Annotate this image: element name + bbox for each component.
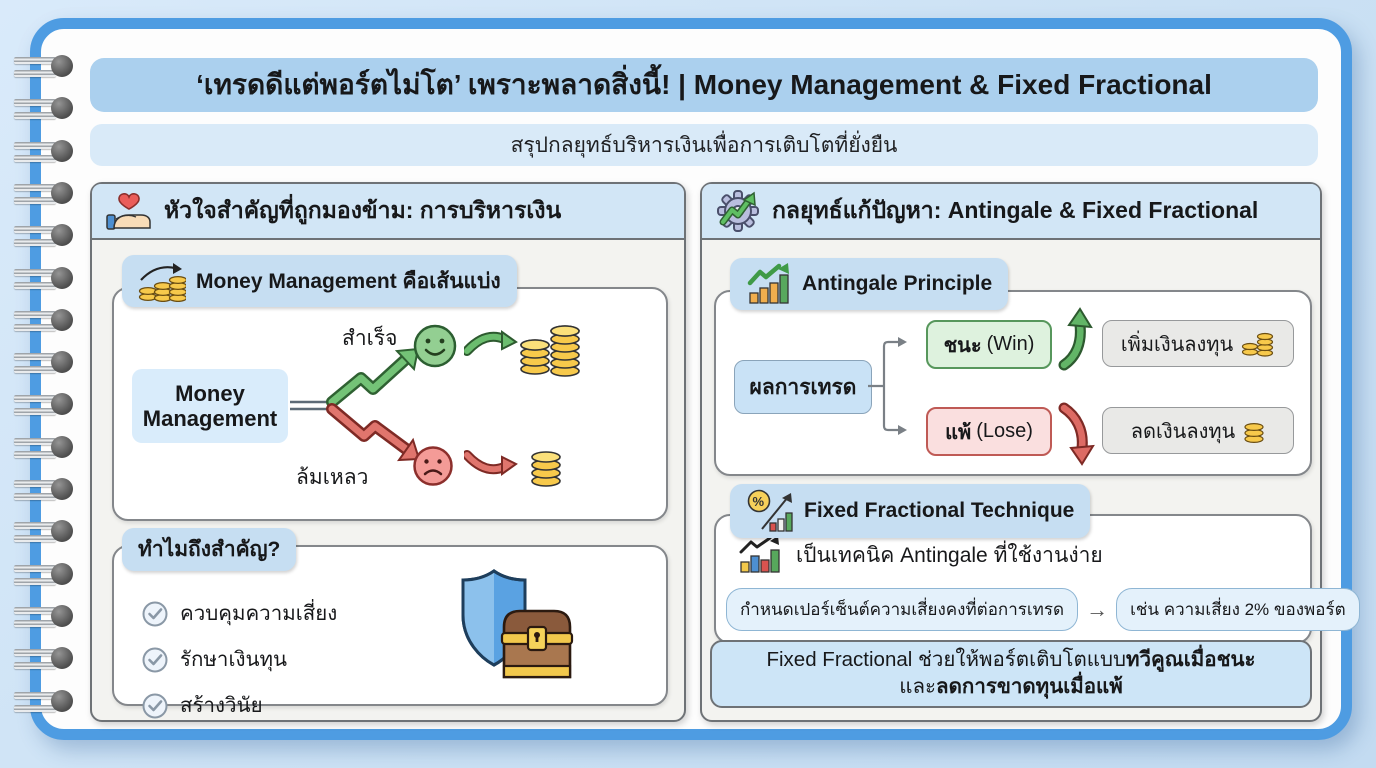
heart-hand-icon bbox=[106, 193, 151, 230]
importance-checklist: ควบคุมความเสี่ยง รักษาเงินทุน สร้างวินัย bbox=[142, 597, 337, 735]
summary-line-1: Fixed Fractional ช่วยให้พอร์ตเติบโตแบบทว… bbox=[766, 647, 1255, 674]
up-arrow-icon bbox=[1058, 307, 1093, 371]
gear-growth-icon bbox=[717, 190, 759, 232]
binder-ring-icon bbox=[14, 435, 76, 461]
divider-section-pill: Money Management คือเส้นแบ่ง bbox=[122, 255, 517, 307]
binder-ring-icon bbox=[14, 139, 76, 165]
antingale-section-pill: Antingale Principle bbox=[730, 258, 1009, 310]
treasure-chest-icon bbox=[500, 609, 574, 679]
check-item: สร้างวินัย bbox=[142, 689, 337, 722]
check-item-label: ควบคุมความเสี่ยง bbox=[180, 602, 338, 625]
decrease-investment-node: ลดเงินลงทุน bbox=[1102, 407, 1294, 454]
down-arrow-icon bbox=[1058, 402, 1095, 466]
binder-ring-icon bbox=[14, 266, 76, 292]
loss-arrow-icon bbox=[464, 450, 518, 476]
binder-ring-icon bbox=[14, 350, 76, 376]
fixed-section-label: Fixed Fractional Technique bbox=[804, 499, 1075, 522]
strategy-panel: กลยุทธ์แก้ปัญหา: Antingale & Fixed Fract… bbox=[700, 182, 1360, 722]
flow-connector bbox=[868, 337, 907, 435]
binder-ring-icon bbox=[14, 519, 76, 545]
lose-label-en: (Lose) bbox=[976, 420, 1033, 442]
binder-ring-icon bbox=[14, 96, 76, 122]
summary-line-2: และลดการขาดทุนเมื่อแพ้ bbox=[899, 674, 1123, 701]
right-arrow-icon: → bbox=[1086, 596, 1109, 622]
increase-investment-label: เพิ่มเงินลงทุน bbox=[1120, 333, 1234, 356]
failure-label: ล้มเหลว bbox=[296, 466, 369, 489]
bar-chart-icon bbox=[739, 536, 780, 573]
binder-ring-icon bbox=[14, 689, 76, 715]
left-panel-title: หัวใจสำคัญที่ถูกมองข้าม: การบริหารเงิน bbox=[164, 197, 562, 223]
divider-diagram-box: Money Management สำเร็จ ล้มเหลว bbox=[112, 287, 668, 521]
branch-connector bbox=[290, 347, 421, 462]
binder-ring-icon bbox=[14, 477, 76, 503]
summary-text: Fixed Fractional ช่วยให้พอร์ตเติบโตแบบ bbox=[766, 648, 1126, 672]
coins-decrease-icon bbox=[1244, 422, 1264, 443]
lose-label-th: แพ้ bbox=[945, 421, 972, 444]
divider-section-label: Money Management คือเส้นแบ่ง bbox=[196, 269, 501, 293]
success-label: สำเร็จ bbox=[342, 327, 398, 350]
check-item-label: สร้างวินัย bbox=[180, 694, 263, 717]
fixed-description: เป็นเทคนิค Antingale ที่ใช้งานง่าย bbox=[796, 543, 1103, 567]
lose-node: แพ้ (Lose) bbox=[926, 407, 1052, 456]
win-label-en: (Win) bbox=[986, 333, 1035, 355]
percent-chart-icon: % bbox=[747, 489, 793, 532]
gain-arrow-icon bbox=[464, 330, 518, 356]
antingale-section-label: Antingale Principle bbox=[802, 272, 993, 295]
check-item: ควบคุมความเสี่ยง bbox=[142, 597, 337, 630]
increase-investment-node: เพิ่มเงินลงทุน bbox=[1102, 320, 1294, 367]
fixed-step-2: เช่น ความเสี่ยง 2% ของพอร์ต bbox=[1116, 588, 1360, 631]
summary-callout: Fixed Fractional ช่วยให้พอร์ตเติบโตแบบทว… bbox=[710, 640, 1312, 708]
coin-stack-large-icon bbox=[520, 325, 580, 377]
summary-bold-win: ทวีคูณเมื่อชนะ bbox=[1126, 648, 1256, 672]
decrease-investment-label: ลดเงินลงทุน bbox=[1130, 420, 1236, 443]
coin-stack-small-icon bbox=[531, 451, 561, 487]
binder-ring-icon bbox=[14, 181, 76, 207]
coins-increase-icon bbox=[1242, 332, 1274, 357]
check-circle-icon bbox=[142, 601, 168, 626]
fixed-steps-row: กำหนดเปอร์เซ็นต์ความเสี่ยงคงที่ต่อการเทร… bbox=[726, 588, 1360, 631]
binder-ring-icon bbox=[14, 392, 76, 418]
check-circle-icon bbox=[142, 693, 168, 718]
binder-ring-icon bbox=[14, 562, 76, 588]
check-circle-icon bbox=[142, 647, 168, 672]
summary-bold-lose: ลดการขาดทุนเมื่อแพ้ bbox=[936, 675, 1123, 698]
importance-section-label: ทำไมถึงสำคัญ? bbox=[138, 538, 281, 561]
happy-face-icon bbox=[413, 324, 457, 368]
sad-face-icon bbox=[413, 446, 453, 486]
binder-ring-icon bbox=[14, 54, 76, 80]
money-management-panel: หัวใจสำคัญที่ถูกมองข้าม: การบริหารเงิน M… bbox=[90, 182, 686, 722]
fixed-section-pill: % Fixed Fractional Technique bbox=[730, 484, 1091, 538]
right-panel-header: กลยุทธ์แก้ปัญหา: Antingale & Fixed Fract… bbox=[702, 184, 1320, 240]
fixed-description-row: เป็นเทคนิค Antingale ที่ใช้งานง่าย bbox=[738, 536, 1103, 574]
page-subtitle: สรุปกลยุทธ์บริหารเงินเพื่อการเติบโตที่ยั… bbox=[90, 124, 1318, 166]
importance-section-pill: ทำไมถึงสำคัญ? bbox=[122, 528, 297, 571]
chart-growth-icon bbox=[747, 263, 789, 304]
shield-treasure-icon bbox=[461, 569, 574, 679]
importance-box: ควบคุมความเสี่ยง รักษาเงินทุน สร้างวินัย bbox=[112, 545, 668, 718]
trade-result-node: ผลการเทรด bbox=[734, 360, 872, 414]
coins-growth-icon bbox=[138, 263, 186, 302]
right-panel-title: กลยุทธ์แก้ปัญหา: Antingale & Fixed Fract… bbox=[772, 197, 1259, 223]
left-panel-header: หัวใจสำคัญที่ถูกมองข้าม: การบริหารเงิน bbox=[92, 184, 684, 240]
binder-ring-icon bbox=[14, 308, 76, 334]
binder-ring-icon bbox=[14, 223, 76, 249]
fixed-step-1: กำหนดเปอร์เซ็นต์ความเสี่ยงคงที่ต่อการเทร… bbox=[726, 588, 1079, 631]
page-title: ‘เทรดดีแต่พอร์ตไม่โต’ เพราะพลาดสิ่งนี้! … bbox=[90, 58, 1318, 112]
check-item: รักษาเงินทุน bbox=[142, 643, 337, 676]
win-node: ชนะ (Win) bbox=[926, 320, 1052, 369]
binder-ring-icon bbox=[14, 604, 76, 630]
antingale-box: ผลการเทรด ชนะ (Win) เพิ่มเงินลงทุน bbox=[714, 290, 1312, 476]
check-item-label: รักษาเงินทุน bbox=[180, 648, 288, 671]
money-management-node: Money Management bbox=[132, 369, 288, 443]
summary-text: และ bbox=[899, 675, 937, 698]
win-label-th: ชนะ bbox=[943, 334, 982, 357]
svg-text:%: % bbox=[753, 494, 765, 509]
binder-ring-icon bbox=[14, 646, 76, 672]
